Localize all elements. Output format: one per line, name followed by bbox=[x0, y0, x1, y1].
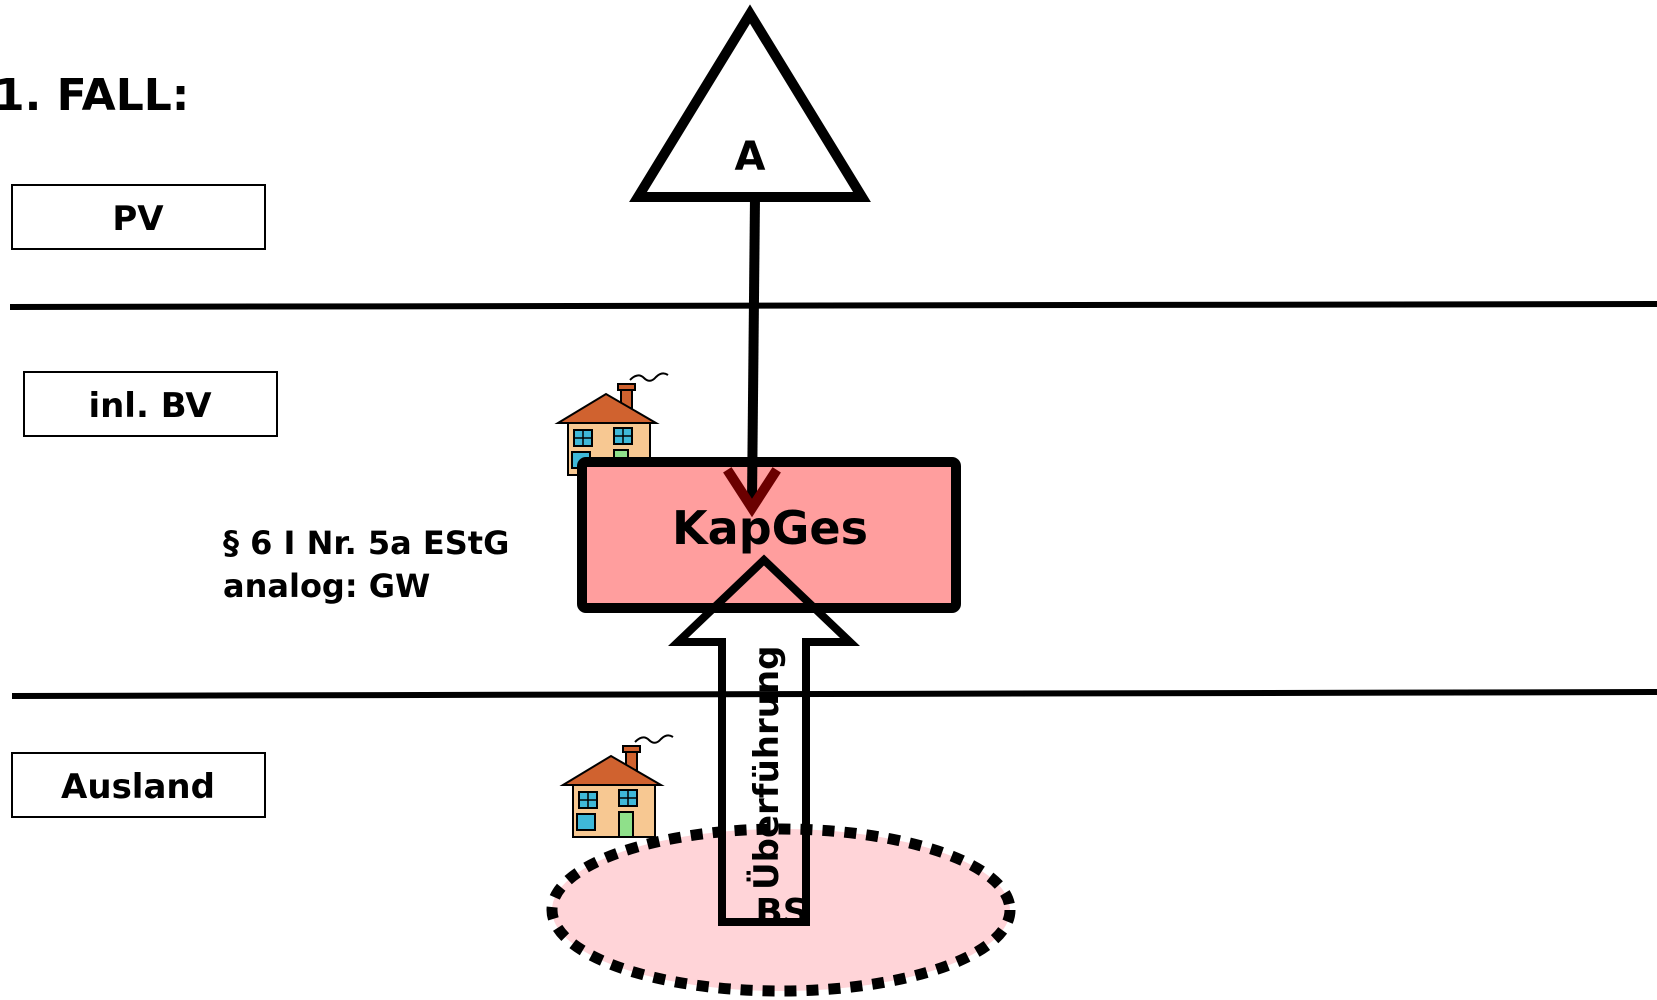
node-kapges-label: KapGes bbox=[672, 501, 868, 555]
zone-label-pv: PV bbox=[11, 184, 266, 250]
page-title: 1. FALL: bbox=[0, 70, 189, 121]
node-kapges: KapGes bbox=[577, 457, 961, 613]
legal-note-line2: analog: GW bbox=[223, 567, 430, 605]
node-bs-label: BS bbox=[755, 892, 808, 933]
zone-label-inland-text: inl. BV bbox=[88, 386, 212, 426]
node-a-label: A bbox=[735, 134, 766, 180]
node-a: A bbox=[629, 4, 871, 202]
connector-arrowhead bbox=[723, 467, 781, 518]
house-ausland-icon bbox=[559, 734, 674, 838]
legal-note-line1: § 6 I Nr. 5a EStG bbox=[223, 524, 509, 562]
zone-label-pv-text: PV bbox=[112, 199, 164, 239]
kapges-rect bbox=[577, 457, 961, 613]
separator-line-pv-inland bbox=[9, 301, 1657, 310]
transfer-arrow-label: Überführung bbox=[746, 646, 787, 891]
zone-label-ausland-text: Ausland bbox=[61, 767, 215, 807]
node-bs bbox=[546, 823, 1016, 997]
zone-label-ausland: Ausland bbox=[11, 752, 266, 818]
bs-ellipse bbox=[546, 823, 1016, 997]
transfer-arrow: Überführung bbox=[668, 554, 860, 926]
zone-label-inland: inl. BV bbox=[23, 371, 278, 437]
legal-note: § 6 I Nr. 5a EStG analog: GW bbox=[223, 524, 509, 605]
connector-a-kapges bbox=[723, 196, 781, 518]
separator-line-inland-ausland bbox=[11, 689, 1657, 699]
